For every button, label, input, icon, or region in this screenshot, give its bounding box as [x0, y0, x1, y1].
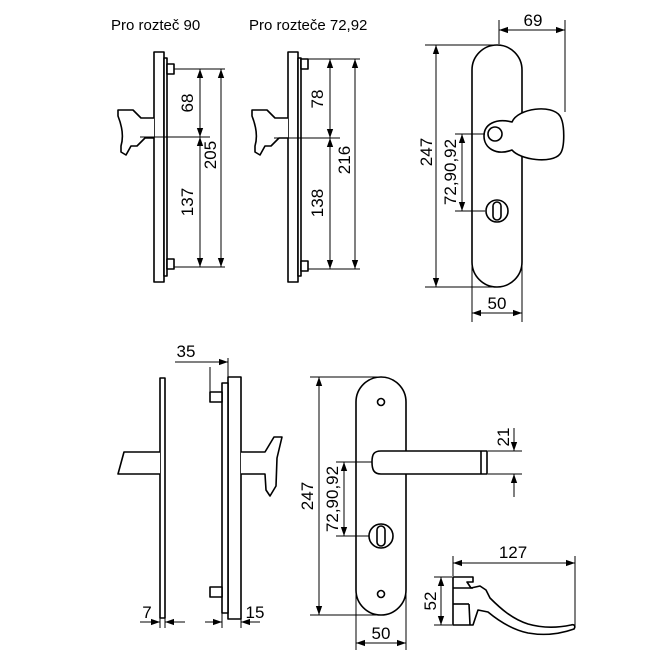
knob-front: [483, 108, 565, 161]
dim-21: 21: [494, 428, 513, 447]
knob-side: [117, 109, 154, 156]
dim-50: 50: [372, 624, 391, 643]
knob-spindle: [487, 126, 503, 142]
dim-50: 50: [488, 294, 507, 313]
knob-side: [251, 109, 288, 156]
front-plate: [227, 376, 242, 620]
dim-137: 137: [178, 188, 197, 216]
dim-7: 7: [142, 603, 151, 622]
screw-hole-bottom: [376, 589, 386, 599]
dim-pitch: 72,90,92: [323, 466, 342, 532]
dim-52: 52: [421, 592, 440, 611]
plate-outline: [153, 51, 165, 283]
dim-138: 138: [308, 189, 327, 217]
dim-78: 78: [308, 90, 327, 109]
side-view-pitch-72-92: 78 138 216: [251, 51, 360, 283]
screw-top: [166, 63, 175, 75]
back-plate: [159, 377, 166, 619]
caption-pitch-90: Pro rozteč 90: [111, 17, 200, 34]
plate-outline: [287, 51, 299, 283]
screw-top: [209, 391, 223, 403]
lever-back-stub: [117, 451, 160, 475]
plate-outline: [471, 44, 523, 288]
screw-hole-top: [376, 397, 386, 407]
dim-247: 247: [417, 138, 436, 166]
dim-35: 35: [177, 342, 196, 361]
dim-247: 247: [298, 482, 317, 510]
lever-top-outline: [452, 576, 576, 636]
caption-pitch-72-92: Pro rozteče 72,92: [249, 17, 367, 34]
lever-rose-side: [241, 436, 283, 497]
dim-205: 205: [201, 141, 220, 169]
screw-bottom: [209, 586, 223, 598]
top-view-lever: 127 52: [421, 543, 576, 636]
dim-pitch: 72,90,92: [441, 139, 460, 205]
dim-69: 69: [524, 11, 543, 30]
side-view-lever: 35 7 15: [117, 342, 283, 628]
dim-216: 216: [335, 146, 354, 174]
dim-68: 68: [178, 94, 197, 113]
plate-outline: [355, 376, 407, 616]
lever-front: [371, 450, 488, 475]
screw-bottom: [166, 258, 175, 270]
keyhole: [376, 525, 386, 547]
front-view-lever: 247 72,90,92 21 50: [298, 376, 522, 650]
dim-127: 127: [499, 543, 527, 562]
side-view-pitch-90: 68 137 205: [117, 51, 225, 283]
dim-15: 15: [246, 603, 265, 622]
front-view-knob: 69 247 72,90,92 50: [417, 11, 566, 322]
keyhole: [492, 201, 502, 221]
screw-top: [300, 58, 309, 70]
screw-bottom: [300, 260, 309, 272]
